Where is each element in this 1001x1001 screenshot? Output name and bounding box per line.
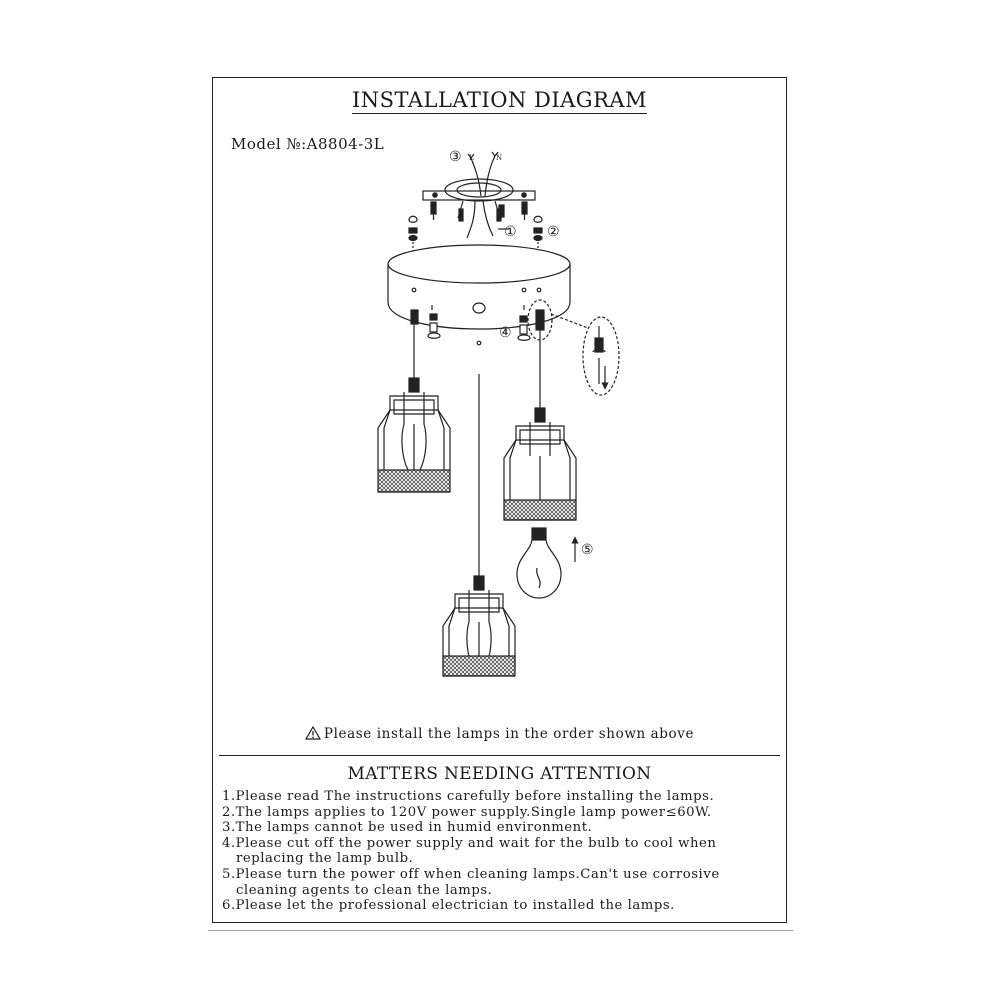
decorative-nut-right <box>533 215 543 256</box>
cord-grips <box>410 305 545 341</box>
pendant-cords <box>413 324 541 576</box>
step-3-label: ③ <box>449 149 462 165</box>
attention-heading: MATTERS NEEDING ATTENTION <box>347 764 652 784</box>
step-1-label: ① <box>504 224 517 240</box>
install-order-warning: Please install the lamps in the order sh… <box>213 726 786 742</box>
step-5-label: ⑤ <box>581 542 594 558</box>
step-2-label: ② <box>547 224 560 240</box>
warning-text: Please install the lamps in the order sh… <box>323 726 695 742</box>
cord-grip-detail-callout <box>527 299 620 396</box>
note-item: 2.The lamps applies to 120V power supply… <box>222 804 712 820</box>
mounting-bracket <box>422 178 536 239</box>
pendant-lamp-bottom <box>442 575 516 677</box>
page-title: INSTALLATION DIAGRAM <box>351 88 648 114</box>
note-item: 5.Please turn the power off when cleanin… <box>222 866 720 898</box>
mounting-screws <box>430 201 528 222</box>
warning-triangle-icon <box>304 726 321 740</box>
pendant-lamp-left <box>377 377 451 493</box>
pendant-lamp-right <box>503 407 577 521</box>
wire-n-label: N <box>496 154 502 162</box>
attention-notes: 1.Please read The instructions carefully… <box>222 789 782 914</box>
decorative-nut-left <box>408 215 418 256</box>
model-number: Model №:A8804-3L <box>231 135 385 153</box>
note-item: 6.Please let the professional electricia… <box>222 898 675 914</box>
wire-l-label: L <box>469 154 474 162</box>
section-divider <box>219 755 780 756</box>
note-item: 1.Please read The instructions carefully… <box>222 789 715 804</box>
note-item: 4.Please cut off the power supply and wa… <box>222 835 717 867</box>
ceiling-canopy <box>387 244 571 346</box>
edison-bulb <box>516 527 579 599</box>
installation-diagram: ③ L N ① <box>377 149 620 677</box>
instruction-sheet: INSTALLATION DIAGRAM Model №:A8804-3L ③ … <box>212 77 787 923</box>
page-bottom-rule <box>208 930 793 931</box>
step-4-label: ④ <box>499 325 512 341</box>
note-item: 3.The lamps cannot be used in humid envi… <box>222 820 593 836</box>
